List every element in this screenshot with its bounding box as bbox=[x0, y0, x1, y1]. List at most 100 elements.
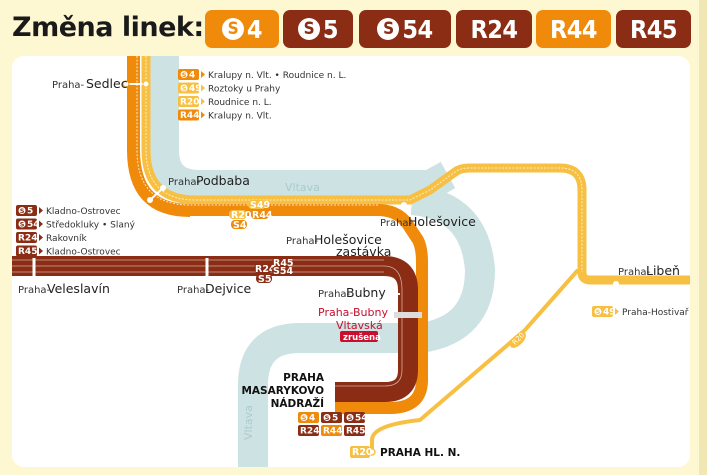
line-badge-label: 49 bbox=[603, 308, 616, 318]
page-title: Změna linek: bbox=[12, 12, 204, 43]
s-train-icon bbox=[377, 18, 400, 40]
line-badge-label: 5 bbox=[27, 207, 33, 217]
station-holesovice-zastavka: Holešovice bbox=[314, 232, 382, 247]
legend-destination: Kladno-Ostrovec bbox=[46, 207, 121, 217]
line-badge-label: 49 bbox=[189, 84, 202, 94]
line-badge-label: 5 bbox=[332, 414, 338, 424]
station-veleslavin-prefix: Praha- bbox=[18, 285, 51, 296]
station-bubny-vltavska-line2: Vltavská bbox=[336, 319, 383, 332]
track-label-s49: S49 bbox=[250, 200, 270, 211]
station-bubny-vltavska-line1: Praha-Bubny bbox=[318, 306, 388, 319]
station-dejvice: Dejvice bbox=[205, 281, 252, 296]
station-holesovice-zastavka-prefix: Praha- bbox=[286, 236, 319, 247]
west-bundle-labels: R45 R24 S54 S5 bbox=[254, 258, 294, 285]
svg-text:S: S bbox=[348, 414, 353, 422]
arrow-right-icon bbox=[201, 71, 205, 78]
station-podbaba-prefix: Praha- bbox=[168, 177, 201, 188]
line-badge-r24: R24 bbox=[456, 10, 532, 48]
line-badge-r20: R20 bbox=[178, 96, 199, 108]
station-hlavni-nadrazi: PRAHA HL. N. bbox=[380, 447, 460, 459]
line-badge-label: R45 bbox=[346, 427, 365, 437]
station-veleslavin: Veleslavín bbox=[47, 281, 110, 296]
line-badge-r45: R45 bbox=[16, 245, 37, 257]
page-edge-strip bbox=[699, 0, 707, 475]
legend-row: R44 Kralupy n. Vlt. bbox=[178, 109, 272, 122]
line-badge-label: R44 bbox=[323, 427, 342, 437]
station-liben: Libeň bbox=[646, 263, 680, 278]
arrow-right-icon bbox=[39, 220, 43, 228]
svg-text:S: S bbox=[182, 85, 187, 93]
river-label-top: Vltava bbox=[285, 181, 320, 194]
station-sedlec: Sedlec bbox=[86, 76, 128, 91]
s-train-icon bbox=[300, 414, 308, 421]
line-badge-label: 4 bbox=[189, 71, 195, 81]
station-liben-prefix: Praha- bbox=[618, 267, 651, 278]
station-dejvice-prefix: Praha- bbox=[177, 285, 210, 296]
header: Změna linek: 4 5 54 R24 R44 R45 bbox=[0, 0, 700, 56]
line-badge-label: R20 bbox=[180, 98, 199, 108]
station-labels: Praha- Sedlec Praha- Podbaba Praha- Hole… bbox=[18, 76, 680, 459]
track-label-s4: S4 bbox=[233, 220, 247, 231]
s-train-icon bbox=[323, 414, 331, 421]
s-train-icon bbox=[297, 18, 320, 40]
track-label-s5: S5 bbox=[258, 274, 271, 285]
s-train-icon bbox=[346, 414, 354, 421]
line-badge-r45: R45 bbox=[616, 10, 691, 48]
legend-destination: Kralupy n. Vlt. • Roudnice n. L. bbox=[208, 71, 346, 81]
station-masarykovo-line1: PRAHA bbox=[283, 372, 325, 384]
line-badge-masarykovo-r44: R44 bbox=[321, 425, 342, 437]
rail-map: Vltava Vltava R20 S49 R20 R44 S4 bbox=[12, 56, 690, 467]
s-train-icon bbox=[18, 207, 26, 214]
station-closed-badge: zrušena bbox=[343, 332, 381, 343]
s-train-icon bbox=[594, 308, 602, 315]
north-bundle-labels: S49 R20 R44 S4 bbox=[229, 200, 273, 231]
line-badge-s4: 4 bbox=[205, 10, 279, 48]
svg-text:S: S bbox=[182, 71, 187, 79]
legend-row: R45 Kladno-Ostrovec bbox=[16, 245, 121, 258]
line-badge-r24: R24 bbox=[16, 232, 37, 244]
legend-destination: Kralupy n. Vlt. bbox=[208, 112, 272, 122]
line-badge-masarykovo-r24: R24 bbox=[298, 425, 319, 437]
legend-destination: Kladno-Ostrovec bbox=[46, 248, 121, 258]
line-badge-s54: 54 bbox=[359, 10, 451, 48]
station-masarykovo-line3: NÁDRAŽÍ bbox=[271, 397, 324, 410]
line-badge-label: 4 bbox=[309, 414, 315, 424]
s-train-icon bbox=[18, 220, 26, 228]
arrow-right-icon bbox=[201, 98, 205, 105]
station-sedlec-prefix: Praha- bbox=[52, 80, 85, 91]
line-badge-r44: R44 bbox=[178, 109, 199, 121]
legend-destination: Rakovník bbox=[46, 234, 87, 244]
s-train-icon bbox=[180, 71, 188, 78]
brown-line bbox=[12, 256, 418, 402]
arrow-right-icon bbox=[39, 234, 43, 241]
station-bubny-prefix: Praha- bbox=[318, 289, 351, 300]
station-podbaba: Podbaba bbox=[196, 173, 250, 188]
line-badge-label: R24 bbox=[300, 427, 319, 437]
station-markers bbox=[32, 80, 619, 456]
station-holesovice-prefix: Praha- bbox=[380, 218, 413, 229]
track-label-r44: R44 bbox=[252, 210, 273, 221]
map-svg: Vltava Vltava R20 S49 R20 R44 S4 bbox=[12, 56, 690, 467]
station-holesovice-zastavka-line2: zastávka bbox=[336, 244, 391, 259]
line-badge-label: R24 bbox=[18, 234, 37, 244]
line-badge-s5: 5 bbox=[283, 10, 353, 48]
arrow-right-icon bbox=[39, 207, 43, 214]
hlavni-line-badge: R20 bbox=[352, 447, 373, 458]
arrow-right-icon bbox=[39, 247, 43, 255]
svg-text:S: S bbox=[325, 414, 330, 422]
